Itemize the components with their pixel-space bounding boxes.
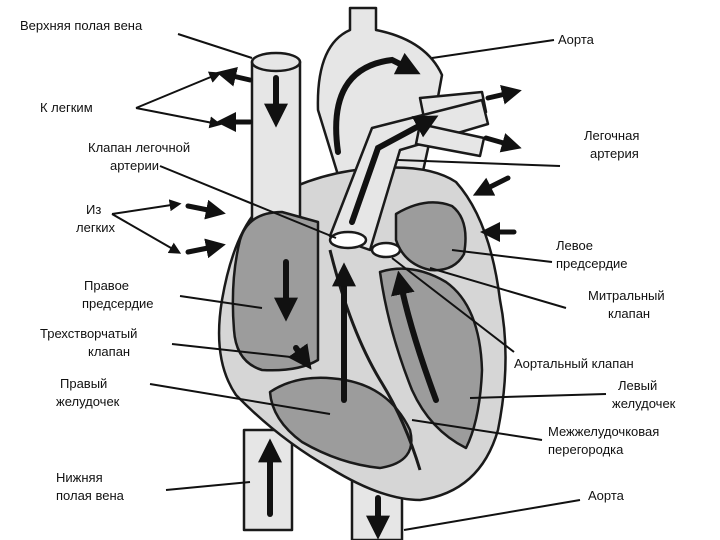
leader-mitral xyxy=(429,267,567,309)
label-pulm-artery: Легочная артерия xyxy=(584,128,643,161)
leader-pulm-artery xyxy=(397,159,561,167)
heart-illustration xyxy=(217,6,507,540)
label-left-ventricle-line-2: желудочек xyxy=(612,396,676,411)
pulmonary-valve-ring xyxy=(328,230,368,250)
flow-arrow-pulm xyxy=(349,115,439,225)
leader-left-atrium xyxy=(451,249,553,263)
label-left-ventricle: Левый желудочек xyxy=(612,378,676,411)
leader-right-ventricle xyxy=(149,383,331,415)
arrow-to-lungs-left-upper xyxy=(216,66,253,87)
label-ivc-line-2: полая вена xyxy=(56,488,125,503)
label-aortic-valve: Аортальный клапан xyxy=(514,356,634,371)
label-mitral-line-2: клапан xyxy=(608,306,650,321)
flow-arrow-tricuspid xyxy=(287,343,312,370)
right-ventricle-chamber xyxy=(268,376,413,470)
label-left-atrium-line-1: Левое xyxy=(556,238,593,253)
lung-arrows xyxy=(185,66,522,259)
arrow-to-lungs-right-lower xyxy=(483,133,522,153)
label-pulm-artery-line-1: Легочная xyxy=(584,128,639,143)
arrow-from-lungs-right-upper xyxy=(472,175,511,196)
label-mitral: Митральный клапан xyxy=(588,288,668,321)
label-pulm-artery-line-2: артерия xyxy=(590,146,639,161)
label-from-lungs-line-1: Из xyxy=(86,202,101,217)
label-right-ventricle-line-2: желудочек xyxy=(56,394,120,409)
label-ivc: Нижняя полая вена xyxy=(56,470,125,503)
leader-septum xyxy=(411,419,543,441)
leader-from-lungs-upper xyxy=(111,199,182,215)
label-septum-line-2: перегородка xyxy=(548,442,624,457)
label-ivc-line-1: Нижняя xyxy=(56,470,103,485)
leader-to-lungs-lower xyxy=(135,107,222,129)
label-pulm-valve: Клапан легочной артерии xyxy=(88,140,194,173)
label-aorta-bottom: Аорта xyxy=(588,488,625,503)
label-left-atrium-line-2: предсердие xyxy=(556,256,628,271)
aortic-valve-ring xyxy=(370,241,402,259)
label-left-atrium: Левое предсердие xyxy=(556,238,628,271)
flow-arrows xyxy=(258,52,439,540)
leader-svc xyxy=(177,33,253,59)
flow-arrow-lv xyxy=(391,270,439,403)
flow-arrow-arch xyxy=(333,52,421,155)
arrow-from-lungs-left-upper xyxy=(185,199,226,220)
label-tricuspid-line-1: Трехстворчатый xyxy=(40,326,137,341)
label-aorta-top: Аорта xyxy=(558,32,595,47)
right-atrium-chamber xyxy=(231,210,320,372)
arrow-from-lungs-left-lower xyxy=(185,238,226,259)
label-septum: Межжелудочковая перегородка xyxy=(548,424,663,457)
label-tricuspid: Трехстворчатый клапан xyxy=(40,326,141,359)
leader-left-ventricle xyxy=(469,393,607,399)
leader-to-lungs-upper xyxy=(135,71,222,109)
label-svc: Верхняя полая вена xyxy=(20,18,143,33)
leader-right-atrium xyxy=(179,295,263,309)
leader-ivc xyxy=(165,481,251,491)
label-right-atrium: Правое предсердие xyxy=(82,278,154,311)
label-septum-line-1: Межжелудочковая xyxy=(548,424,659,439)
label-mitral-line-1: Митральный xyxy=(588,288,665,303)
label-from-lungs: Из легких xyxy=(76,202,116,235)
label-right-ventricle: Правый желудочек xyxy=(56,376,120,409)
svc-opening xyxy=(250,51,302,73)
leader-lines xyxy=(111,33,607,531)
label-pulm-valve-line-2: артерии xyxy=(110,158,159,173)
leader-from-lungs-lower xyxy=(111,213,182,254)
arrow-to-lungs-right-upper xyxy=(485,84,522,105)
label-from-lungs-line-2: легких xyxy=(76,220,116,235)
label-right-ventricle-line-1: Правый xyxy=(60,376,107,391)
leader-aorta-top xyxy=(431,39,555,59)
left-atrium-chamber xyxy=(394,201,467,272)
text-labels: Верхняя полая вена К легким Клапан легоч… xyxy=(20,18,676,503)
label-to-lungs: К легким xyxy=(40,100,93,115)
leader-aortic-valve xyxy=(391,257,515,353)
label-pulm-valve-line-1: Клапан легочной xyxy=(88,140,190,155)
pulmonary-artery xyxy=(328,98,490,252)
label-left-ventricle-line-1: Левый xyxy=(618,378,657,393)
leader-tricuspid xyxy=(171,343,301,359)
label-right-atrium-line-1: Правое xyxy=(84,278,129,293)
leader-aorta-bottom xyxy=(403,499,581,531)
label-tricuspid-line-2: клапан xyxy=(88,344,130,359)
leader-pulm-valve xyxy=(159,165,337,239)
label-right-atrium-line-2: предсердие xyxy=(82,296,154,311)
